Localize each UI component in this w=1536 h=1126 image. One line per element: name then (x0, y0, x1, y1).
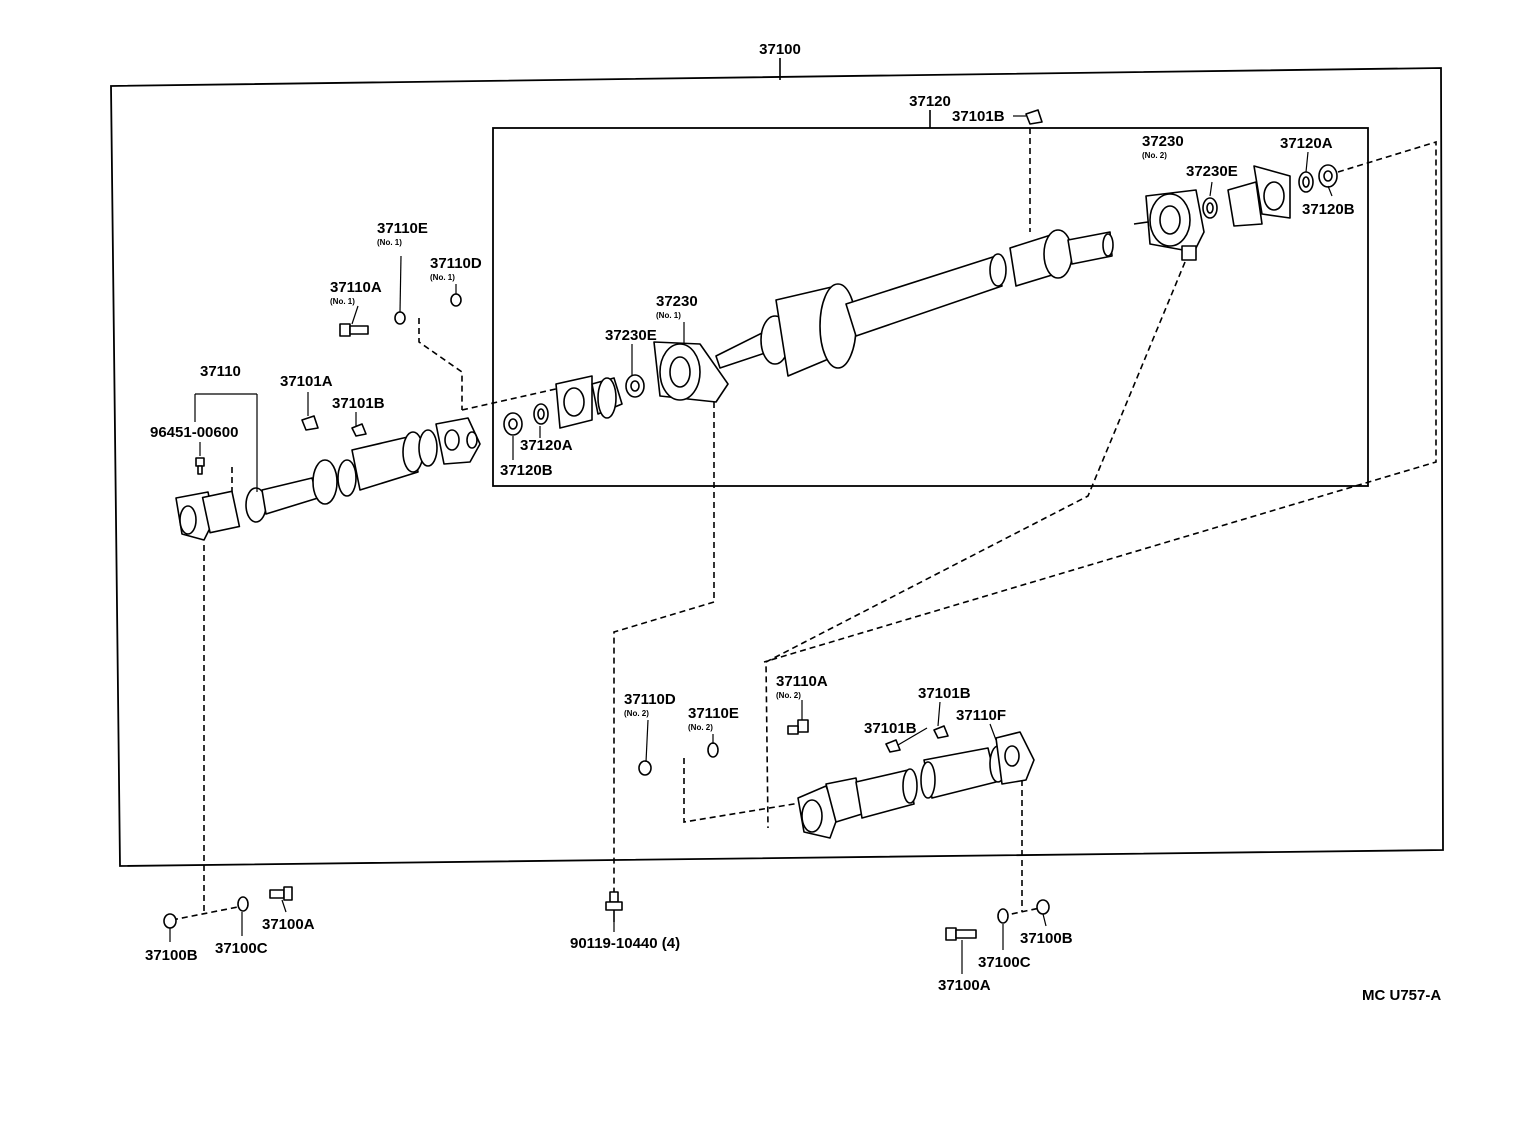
label-96451-00600: 96451-00600 (150, 424, 238, 441)
label-90119-10440: 90119-10440 (4) (570, 935, 680, 952)
label-37100C-right: 37100C (978, 954, 1031, 971)
label-37110A-no1: 37110A (330, 279, 382, 296)
label-37100B-left: 37100B (145, 947, 198, 964)
label-37100A-right: 37100A (938, 977, 991, 994)
label-37110A-no2-sub: (No. 2) (776, 691, 801, 700)
label-37110E-no1: 37110E (377, 220, 428, 237)
center-bearing-no1-group (503, 341, 729, 436)
label-37230-no2: 37230 (1142, 133, 1184, 150)
label-37110A-no1-sub: (No. 1) (330, 297, 355, 306)
dashed-connection-lines (171, 128, 1437, 921)
label-37100A-left: 37100A (262, 916, 315, 933)
label-37101B-mid: 37101B (332, 395, 385, 412)
label-37120B-left: 37120B (500, 462, 553, 479)
label-37230-no2-sub: (No. 2) (1142, 151, 1167, 160)
label-37101B-low1: 37101B (918, 685, 971, 702)
diagram-reference-code: MC U757-A (1362, 987, 1441, 1004)
leader-lines (169, 115, 1333, 974)
label-37110E-no2-sub: (No. 2) (688, 723, 713, 732)
label-37110F: 37110F (956, 707, 1006, 724)
label-37110D-no2: 37110D (624, 691, 676, 708)
label-37110E-no1-sub: (No. 1) (377, 238, 402, 247)
label-37110D-no1-sub: (No. 1) (430, 273, 455, 282)
label-37101B-top: 37101B (952, 108, 1005, 125)
label-37120A-right: 37120A (1280, 135, 1333, 152)
part-labels: 37100 37120 37101B 37230 (No. 2) 37230E … (145, 41, 1441, 1004)
front-propeller-shaft-37110 (175, 417, 481, 541)
rear-propeller-shaft-37110F (797, 731, 1035, 839)
label-37230E-right: 37230E (1186, 163, 1238, 180)
label-37110A-no2: 37110A (776, 673, 828, 690)
label-37101A: 37101A (280, 373, 333, 390)
label-37110D-no1: 37110D (430, 255, 482, 272)
center-bearing-no2-group (1133, 164, 1338, 261)
assembly-37100-frame (110, 67, 1444, 867)
label-37110: 37110 (200, 363, 241, 380)
label-37110D-no2-sub: (No. 2) (624, 709, 649, 718)
label-37101B-low2: 37101B (864, 720, 917, 737)
label-37110E-no2: 37110E (688, 705, 739, 722)
label-37230E-left: 37230E (605, 327, 657, 344)
label-37230-no1-sub: (No. 1) (656, 311, 681, 320)
label-assembly-37120: 37120 (909, 93, 951, 110)
label-37100C-left: 37100C (215, 940, 268, 957)
small-hardware (163, 109, 1050, 941)
label-37100B-right: 37100B (1020, 930, 1073, 947)
label-37120B-right: 37120B (1302, 201, 1355, 218)
intermediate-shaft-37120 (715, 229, 1114, 377)
label-assembly-37100: 37100 (759, 41, 801, 58)
label-37120A-left: 37120A (520, 437, 573, 454)
label-37230-no1: 37230 (656, 293, 698, 310)
